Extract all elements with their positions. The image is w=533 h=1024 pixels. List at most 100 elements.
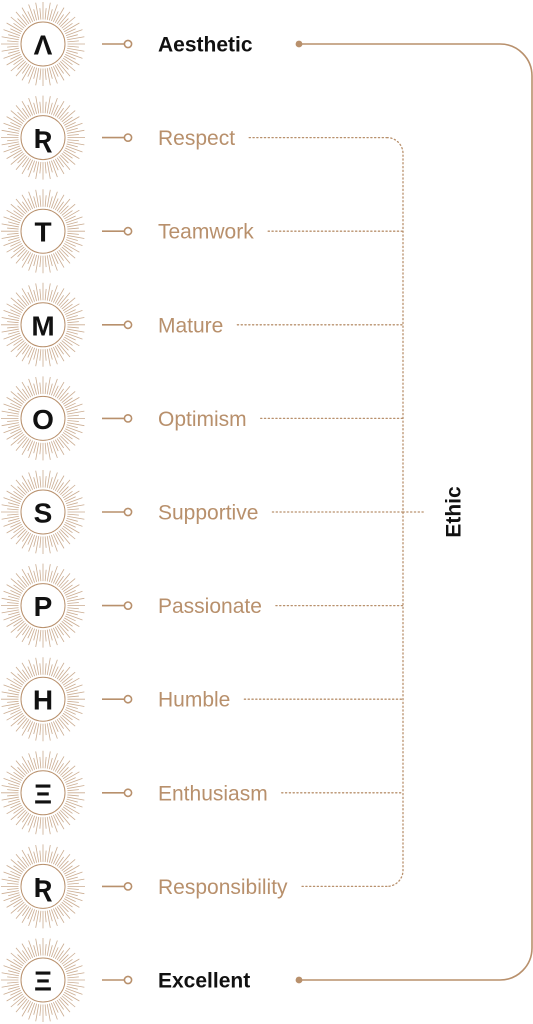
sunburst-ray xyxy=(60,205,69,215)
sunburst-ray xyxy=(62,678,73,686)
sunburst-ray xyxy=(65,684,83,692)
sunburst-ray xyxy=(66,970,78,975)
sunburst-ray xyxy=(65,310,83,317)
sunburst-ray xyxy=(27,104,34,116)
sunburst-ray xyxy=(10,241,21,247)
sunburst-ray xyxy=(39,349,42,361)
sunburst-ray xyxy=(67,317,85,321)
sunburst-ray xyxy=(66,985,78,990)
sunburst-ray xyxy=(22,14,30,25)
sunburst-ray xyxy=(58,666,71,681)
sunburst-ray xyxy=(28,628,35,646)
row-connector-node xyxy=(123,226,133,236)
sunburst-ray xyxy=(65,402,76,409)
sunburst-ray xyxy=(27,947,34,958)
sunburst-badge: S xyxy=(1,470,85,554)
sunburst-ray xyxy=(15,573,28,588)
sunburst-ray xyxy=(60,435,69,445)
sunburst-ray xyxy=(67,328,85,333)
sunburst-ray xyxy=(7,794,19,797)
sunburst-ray xyxy=(39,161,42,174)
sunburst-ray xyxy=(52,853,59,865)
sunburst-ray xyxy=(56,344,64,355)
sunburst-ray xyxy=(13,993,24,1001)
sunburst-ray xyxy=(58,624,71,639)
sunburst-ray xyxy=(51,472,58,490)
sunburst-ray xyxy=(28,191,35,209)
sunburst-ray xyxy=(35,283,40,301)
sunburst-ray xyxy=(65,707,83,714)
sunburst-ray xyxy=(10,402,21,409)
badge-circle xyxy=(20,489,66,535)
badge-letter: Ξ xyxy=(34,966,52,997)
sunburst-ray xyxy=(17,860,26,870)
sunburst-ray xyxy=(10,433,25,446)
sunburst-ray xyxy=(27,721,34,732)
sunburst-ray xyxy=(7,420,19,422)
sunburst-ray xyxy=(3,520,21,527)
sunburst-ray xyxy=(51,565,58,583)
sunburst-ray xyxy=(10,340,25,353)
sunburst-ray xyxy=(17,954,26,963)
sunburst-ray xyxy=(65,215,76,222)
sunburst-ray xyxy=(46,470,51,488)
row-word: Supportive xyxy=(158,502,258,525)
sunburst-ray xyxy=(56,157,64,168)
sunburst-ray xyxy=(66,34,78,39)
row-word: Passionate xyxy=(158,595,262,618)
sunburst-ray xyxy=(58,436,71,451)
sunburst-ray xyxy=(61,527,76,540)
sunburst-ray xyxy=(67,796,85,801)
sunburst-ray xyxy=(28,722,35,739)
sunburst-ray xyxy=(51,285,58,302)
sunburst-ray xyxy=(62,525,73,533)
sunburst-ray xyxy=(60,860,69,870)
sunburst-ray xyxy=(35,751,40,769)
sunburst-ray xyxy=(15,156,28,171)
sunburst-ray xyxy=(13,678,24,686)
sunburst-ray xyxy=(22,812,30,823)
sunburst-ray xyxy=(46,1004,51,1022)
sunburst-ray xyxy=(39,382,42,395)
sunburst-ray xyxy=(39,8,42,20)
sunburst-ray xyxy=(21,1001,32,1017)
sunburst-ray xyxy=(67,513,79,516)
sunburst-ray xyxy=(10,777,21,783)
sunburst-ray xyxy=(1,890,19,895)
sunburst-ray xyxy=(1,703,19,707)
sunburst-ray xyxy=(48,348,53,360)
sunburst-ray xyxy=(17,716,26,725)
sunburst-ray xyxy=(28,472,35,490)
row-connector-node xyxy=(123,320,133,330)
sunburst-ray xyxy=(48,664,53,676)
sunburst-ray xyxy=(1,878,19,883)
sunburst-ray xyxy=(10,428,21,434)
sunburst-ray xyxy=(1,129,19,134)
sunburst-ray xyxy=(52,440,59,452)
sunburst-ray xyxy=(8,221,20,226)
sunburst-ray xyxy=(65,241,76,247)
sunburst-ray xyxy=(17,903,26,913)
sunburst-ray xyxy=(48,629,53,641)
badge-letter: Ξ xyxy=(34,778,52,809)
sunburst-ray xyxy=(15,385,28,400)
sunburst-ray xyxy=(44,161,47,174)
sunburst-ray xyxy=(13,900,24,908)
sunburst-ray xyxy=(52,66,59,77)
sunburst-ray xyxy=(62,865,73,873)
sunburst-ray xyxy=(67,139,79,142)
sunburst-ray xyxy=(1,317,19,321)
sunburst-ray xyxy=(58,343,71,358)
sunburst-ray xyxy=(1,796,19,801)
sunburst-ray xyxy=(62,303,73,312)
sunburst-ray xyxy=(61,808,76,821)
sunburst-ray xyxy=(56,950,64,961)
sunburst-ray xyxy=(67,983,85,988)
sunburst-ray xyxy=(65,122,76,128)
sunburst-ray xyxy=(3,216,21,224)
sunburst-ray xyxy=(62,116,73,124)
sunburst-ray xyxy=(58,811,71,826)
sunburst-ray xyxy=(35,255,40,273)
sunburst-ray xyxy=(51,1002,58,1020)
sunburst-ray xyxy=(3,988,21,995)
